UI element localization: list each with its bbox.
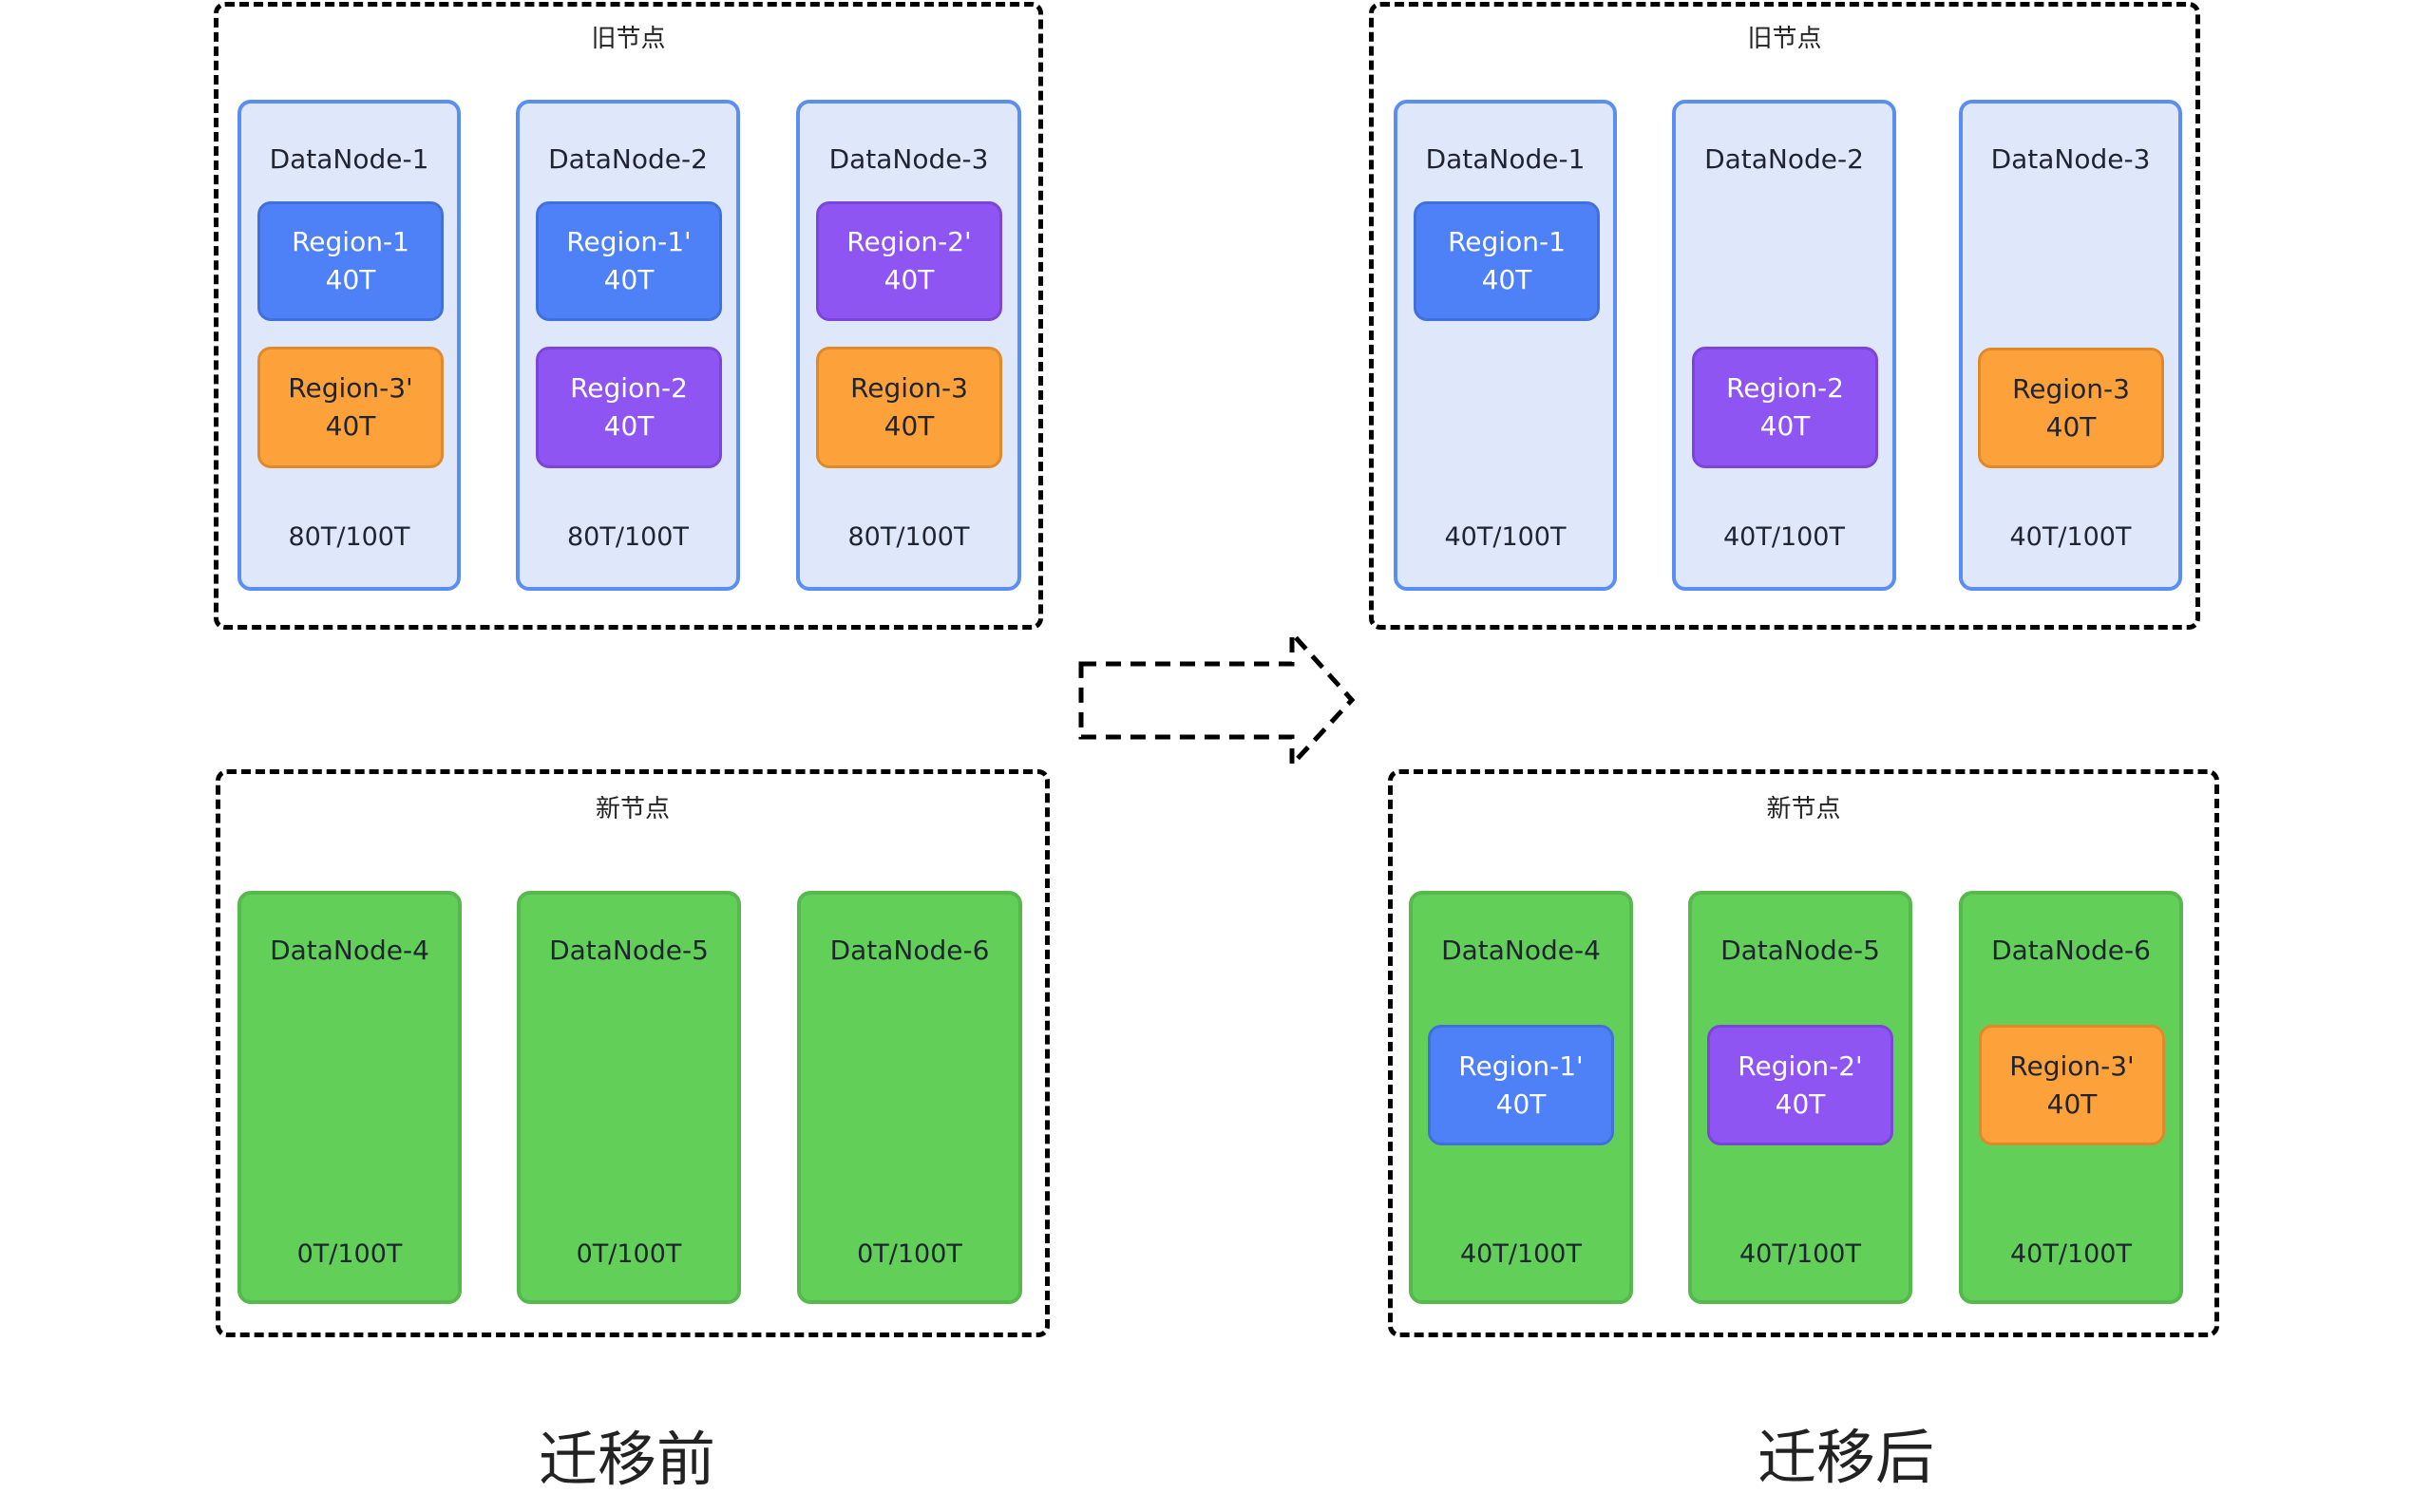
datanode-name: DataNode-3 [1990,143,2151,175]
datanode-usage: 40T/100T [2009,522,2132,552]
before-datanode-1: DataNode-1 Region-1 40T Region-3' 40T 80… [238,100,461,591]
region-size: 40T [1495,1087,1547,1120]
datanode-name: DataNode-4 [1441,935,1601,966]
region-block: Region-1' 40T [1428,1025,1614,1145]
datanode-name: DataNode-1 [1425,143,1586,175]
datanode-usage: 0T/100T [576,1239,682,1269]
datanode-name: DataNode-5 [1720,935,1880,966]
datanode-usage: 40T/100T [2010,1239,2132,1269]
region-size: 40T [884,264,935,295]
region-name: Region-2 [1726,372,1844,404]
region-block: Region-3 40T [816,347,1002,468]
after-datanode-6: DataNode-6 Region-3' 40T 40T/100T [1959,891,2183,1304]
region-block: Region-2' 40T [816,201,1002,321]
region-size: 40T [1481,264,1532,295]
before-datanode-3: DataNode-3 Region-2' 40T Region-3 40T 80… [796,100,1021,591]
before-datanode-4: DataNode-4 0T/100T [238,891,462,1304]
group-label: 旧节点 [591,25,666,53]
arrow-outline [1078,627,1356,771]
before-datanode-6: DataNode-6 0T/100T [797,891,1022,1304]
datanode-usage: 40T/100T [1444,522,1567,552]
region-size: 40T [884,410,935,442]
after-new-nodes-group: 新节点 [1388,769,2219,1337]
before-new-nodes-group: 新节点 [216,769,1050,1337]
before-title: 迁移前 [538,1425,715,1494]
region-name: Region-2 [570,372,688,404]
region-name: Region-3' [288,372,413,404]
datanode-usage: 40T/100T [1460,1239,1582,1269]
datanode-name: DataNode-1 [269,143,429,175]
datanode-name: DataNode-2 [1704,143,1864,175]
region-name: Region-3 [850,372,968,404]
after-datanode-1: DataNode-1 Region-1 40T 40T/100T [1394,100,1617,591]
region-name: Region-1' [1458,1049,1584,1082]
region-name: Region-2' [1738,1049,1863,1082]
region-block: Region-3' 40T [257,347,444,468]
region-block: Region-2 40T [536,347,722,468]
region-block: Region-3' 40T [1979,1025,2165,1145]
region-size: 40T [1759,410,1811,442]
datanode-name: DataNode-2 [548,143,708,175]
region-size: 40T [603,410,655,442]
region-block: Region-1 40T [257,201,444,321]
region-name: Region-1' [566,226,692,257]
datanode-name: DataNode-6 [829,935,990,966]
region-block: Region-2 40T [1692,347,1878,468]
datanode-usage: 0T/100T [296,1239,403,1269]
region-name: Region-1 [292,226,409,257]
after-old-nodes-group: 旧节点 [1369,2,2200,630]
region-name: Region-2' [846,226,972,257]
before-datanode-5: DataNode-5 0T/100T [517,891,741,1304]
datanode-usage: 80T/100T [847,522,970,552]
before-datanode-2: DataNode-2 Region-1' 40T Region-2 40T 80… [516,100,740,591]
region-size: 40T [2045,410,2097,443]
before-old-nodes-group: 旧节点 [214,2,1043,630]
datanode-usage: 40T/100T [1739,1239,1861,1269]
region-block: Region-1 40T [1414,201,1600,321]
after-title: 迁移后 [1757,1423,1934,1492]
region-block: Region-1' 40T [536,201,722,321]
group-label: 旧节点 [1747,25,1822,53]
region-size: 40T [325,410,376,442]
datanode-name: DataNode-5 [549,935,709,966]
datanode-usage: 40T/100T [1723,522,1845,552]
group-label: 新节点 [595,795,670,823]
after-datanode-2: DataNode-2 Region-2 40T 40T/100T [1672,100,1896,591]
region-name: Region-3 [2012,372,2130,405]
region-block: Region-2' 40T [1707,1025,1893,1145]
after-datanode-3: DataNode-3 Region-3 40T 40T/100T [1959,100,2182,591]
region-size: 40T [2046,1087,2098,1120]
region-size: 40T [325,264,376,295]
region-size: 40T [603,264,655,295]
after-datanode-4: DataNode-4 Region-1' 40T 40T/100T [1409,891,1633,1304]
datanode-usage: 0T/100T [857,1239,962,1269]
group-label: 新节点 [1766,795,1841,823]
datanode-name: DataNode-3 [828,143,989,175]
region-name: Region-3' [2009,1049,2135,1082]
region-name: Region-1 [1448,226,1566,257]
datanode-usage: 80T/100T [567,522,689,552]
datanode-name: DataNode-6 [1991,935,2151,966]
datanode-usage: 80T/100T [288,522,410,552]
datanode-name: DataNode-4 [270,935,429,966]
after-datanode-5: DataNode-5 Region-2' 40T 40T/100T [1688,891,1912,1304]
region-block: Region-3 40T [1978,348,2164,468]
region-size: 40T [1775,1087,1826,1120]
